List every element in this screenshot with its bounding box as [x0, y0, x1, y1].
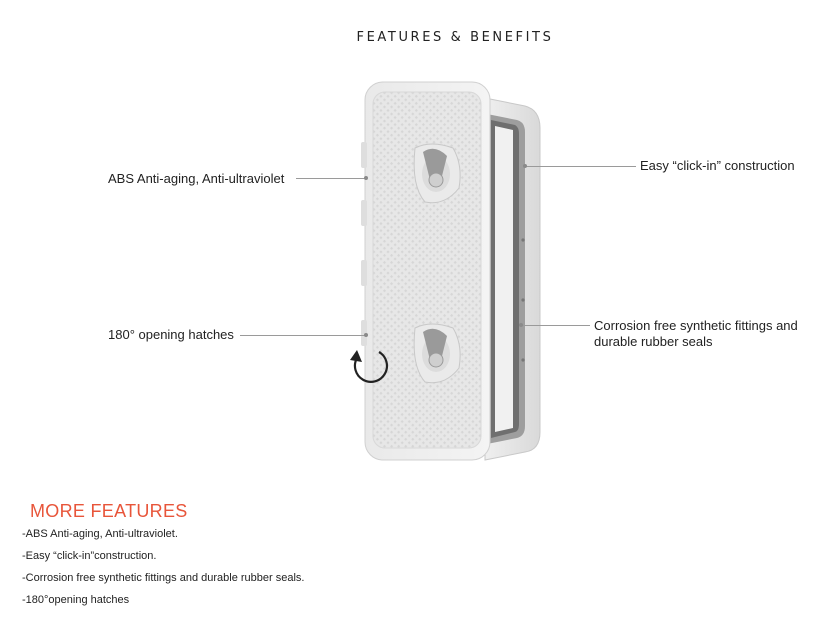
list-item: -ABS Anti-aging, Anti-ultraviolet.	[22, 528, 178, 540]
more-features-list: -ABS Anti-aging, Anti-ultraviolet. -Easy…	[22, 527, 304, 615]
leader-line-opening	[240, 335, 366, 336]
leader-line-corrosion	[522, 325, 590, 326]
list-item: -Corrosion free synthetic fittings and d…	[22, 572, 305, 584]
list-item: -180°opening hatches	[22, 594, 130, 606]
callout-corrosion: Corrosion free synthetic fittings and du…	[594, 318, 798, 349]
callout-click-in: Easy “click-in” construction	[640, 158, 795, 173]
deck-hatch-icon	[350, 81, 541, 461]
leader-line-abs	[296, 178, 366, 179]
leader-dot-click-in	[523, 164, 527, 168]
leader-line-click-in	[526, 166, 636, 167]
leader-dot-corrosion	[519, 323, 523, 327]
more-features-heading: MORE FEATURES	[30, 501, 188, 521]
list-item: -Easy “click-in”construction.	[22, 550, 157, 562]
callout-abs: ABS Anti-aging, Anti-ultraviolet	[108, 171, 285, 186]
page-title: FEATURES & BENEFITS	[356, 30, 554, 45]
leader-dot-abs	[364, 176, 368, 180]
callout-opening: 180° opening hatches	[108, 327, 234, 342]
leader-dot-opening	[364, 333, 368, 337]
